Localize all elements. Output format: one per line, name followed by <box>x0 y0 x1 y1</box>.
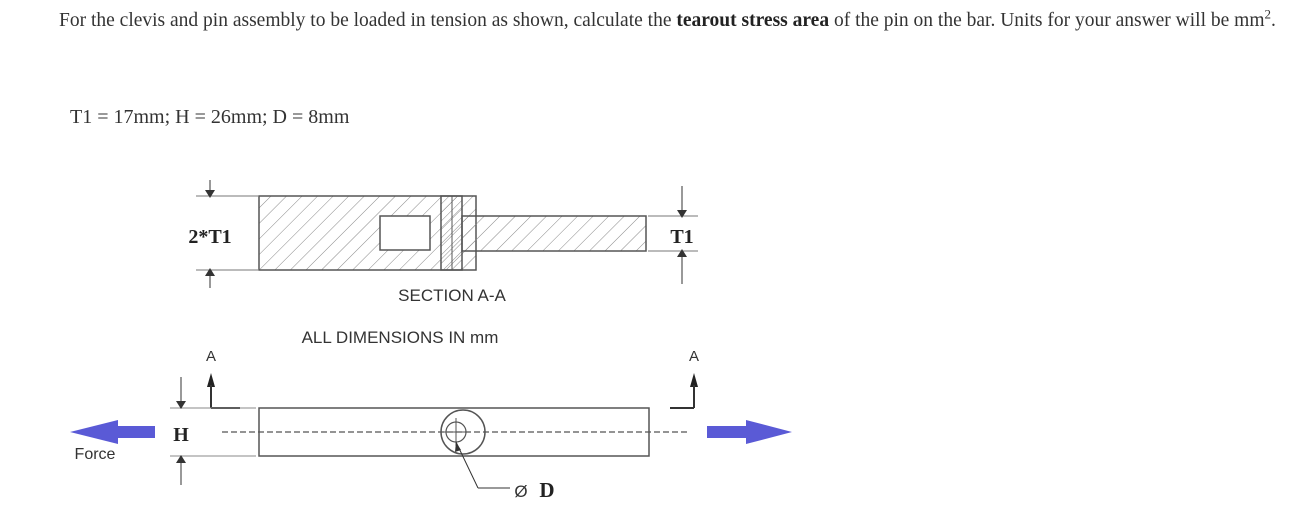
dim-2t1-label: 2*T1 <box>188 226 231 248</box>
dim-2t1: 2*T1 <box>188 180 258 288</box>
clevis-slot <box>379 215 431 251</box>
dim-h: H <box>170 377 256 485</box>
section-view: 2*T1 T1 SECTION A-A ALL DIMENSIONS IN mm <box>188 180 698 347</box>
question-bold-term: tearout stress area <box>676 10 830 31</box>
section-mark-left: A <box>206 348 216 365</box>
units-note: ALL DIMENSIONS IN mm <box>302 328 499 347</box>
question-part2: of the pin on the bar. Units for your an… <box>829 10 1265 31</box>
question-end: . <box>1271 10 1276 31</box>
section-mark-right: A <box>689 348 699 365</box>
force-label: Force <box>75 446 116 463</box>
force-arrow-left <box>70 420 155 444</box>
question-text: For the clevis and pin assembly to be lo… <box>59 2 1289 39</box>
question-superscript: 2 <box>1264 6 1272 22</box>
dim-t1: T1 <box>648 186 698 284</box>
clevis-section <box>258 195 477 271</box>
section-title: SECTION A-A <box>398 286 506 305</box>
dim-t1-label: T1 <box>670 226 693 248</box>
bar-section <box>461 215 647 252</box>
plan-view: A A H Ø D <box>70 348 792 502</box>
diameter-symbol: Ø <box>514 482 527 501</box>
given-values: T1 = 17mm; H = 26mm; D = 8mm <box>70 106 350 128</box>
section-arrow-right <box>690 373 698 387</box>
force-arrow-right <box>707 420 792 444</box>
dim-h-label: H <box>173 424 189 446</box>
question-part1: For the clevis and pin assembly to be lo… <box>59 10 677 31</box>
section-arrow-left <box>207 373 215 387</box>
dim-d: Ø D <box>455 441 555 502</box>
dim-d-label: D <box>539 478 554 502</box>
